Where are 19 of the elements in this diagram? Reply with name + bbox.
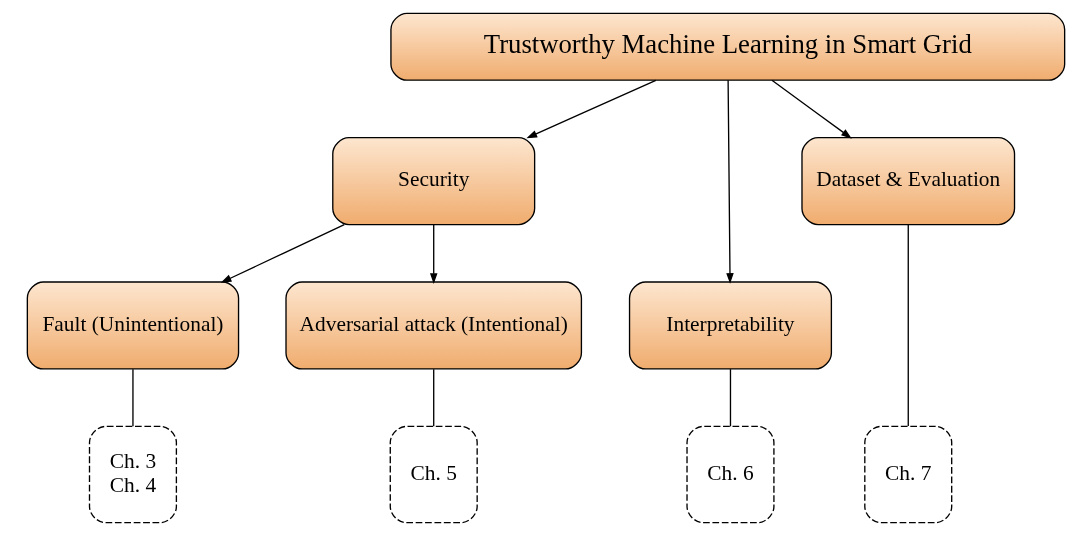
connector xyxy=(433,368,435,427)
connector xyxy=(907,224,909,427)
node-box: Adversarial attack (Intentional) xyxy=(285,281,583,370)
arrow xyxy=(220,223,345,283)
arrow xyxy=(771,79,852,139)
arrow xyxy=(526,79,657,139)
node-box: Ch. 7 xyxy=(864,425,953,524)
arrow xyxy=(429,223,438,284)
node-box: Fault (Unintentional) xyxy=(26,281,240,370)
node-box: Ch. 3 Ch. 4 xyxy=(88,425,178,524)
node-box: Interpretability xyxy=(628,281,833,370)
arrow xyxy=(726,79,734,284)
node-box: Ch. 6 xyxy=(686,425,775,524)
node-box: Dataset & Evaluation xyxy=(801,137,1016,226)
node-box: Security xyxy=(332,137,536,226)
node-box: Trustworthy Machine Learning in Smart Grid xyxy=(390,12,1066,81)
connector xyxy=(729,368,732,427)
connector xyxy=(132,368,134,427)
node-box: Ch. 5 xyxy=(389,425,478,524)
